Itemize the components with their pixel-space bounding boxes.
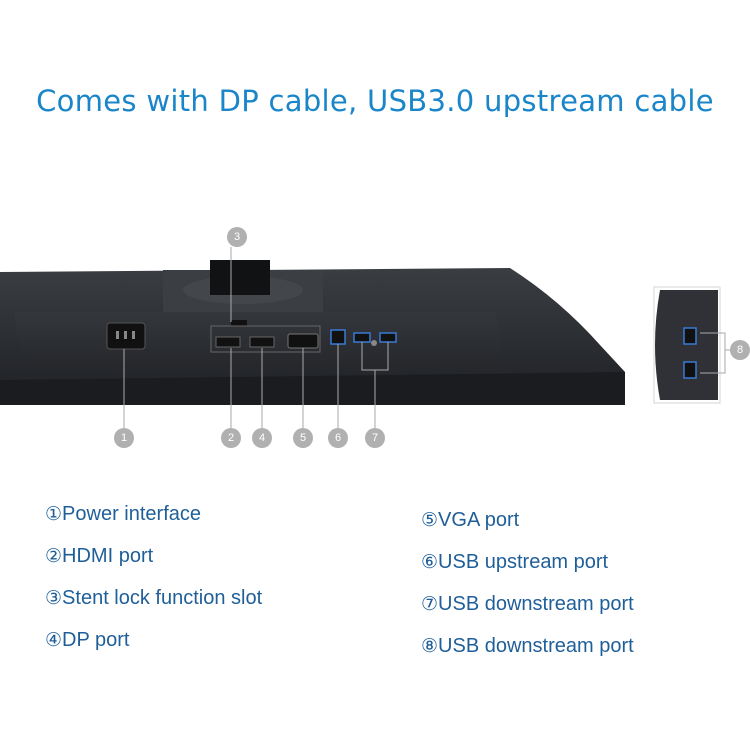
usb-downstream-connector-2 [379, 332, 397, 343]
callout-badge: 2 [221, 428, 241, 448]
legend-item: ①Power interface [45, 503, 201, 526]
legend-label: USB upstream port [438, 551, 609, 573]
legend-marker: ④ [45, 629, 63, 651]
legend-label: USB downstream port [438, 593, 634, 615]
callout-badge: 1 [114, 428, 134, 448]
callout-badge: 8 [730, 340, 750, 360]
legend-marker: ⑤ [421, 509, 439, 531]
legend-marker: ① [45, 503, 63, 525]
usb-downstream-connector-1 [353, 332, 371, 343]
callout-badge: 4 [252, 428, 272, 448]
callout-badge: 5 [293, 428, 313, 448]
legend-marker: ⑦ [421, 593, 439, 615]
legend-label: VGA port [438, 509, 520, 531]
callout-badge: 6 [328, 428, 348, 448]
legend-item: ⑦USB downstream port [421, 593, 634, 616]
callout-badge: 7 [365, 428, 385, 448]
legend-marker: ⑧ [421, 635, 439, 657]
monitor-bottom-edge [0, 372, 625, 405]
legend-label: HDMI port [62, 545, 154, 567]
usb-upstream-connector [330, 329, 346, 345]
callout-badge: 3 [227, 227, 247, 247]
legend-label: USB downstream port [438, 635, 634, 657]
legend-item: ④DP port [45, 629, 130, 652]
legend-marker: ⑥ [421, 551, 439, 573]
legend-label: DP port [62, 629, 130, 651]
legend-item: ⑧USB downstream port [421, 635, 634, 658]
legend-item: ②HDMI port [45, 545, 153, 568]
legend-marker: ③ [45, 587, 63, 609]
legend-label: Power interface [62, 503, 202, 525]
monitor-illustration [0, 247, 735, 430]
dp-connector [249, 336, 275, 348]
legend-label: Stent lock function slot [62, 587, 263, 609]
page-title: Comes with DP cable, USB3.0 upstream cab… [36, 84, 714, 118]
hdmi-connector [215, 336, 241, 348]
monitor-ports-figure: 1 3 2 4 5 6 7 8 [0, 220, 750, 460]
legend-marker: ② [45, 545, 63, 567]
vga-connector [287, 333, 319, 349]
legend-item: ③Stent lock function slot [45, 587, 262, 610]
legend-item: ⑤VGA port [421, 509, 519, 532]
legend-item: ⑥USB upstream port [421, 551, 608, 574]
